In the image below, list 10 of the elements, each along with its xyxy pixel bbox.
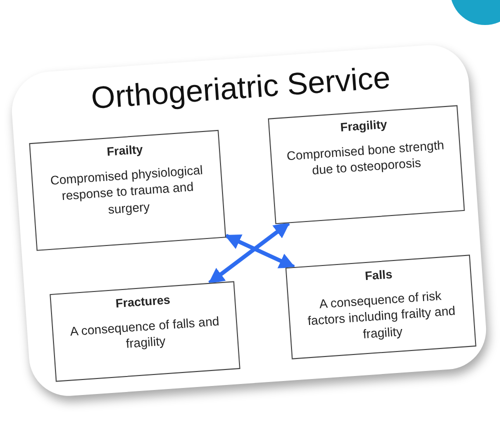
box-description: A consequence of risk factors including frailty and fragility bbox=[306, 288, 457, 343]
box-heading: Falls bbox=[363, 266, 394, 286]
double-arrow bbox=[224, 234, 296, 269]
box-heading: Fractures bbox=[114, 292, 172, 312]
box-description: Compromised bone strength due to osteoporosis bbox=[285, 137, 446, 180]
box-heading: Fragility bbox=[338, 116, 388, 136]
title: Orthogeriatric Service bbox=[88, 58, 392, 118]
box-heading: Frailty bbox=[105, 141, 144, 161]
box-description: A consequence of falls and fragility bbox=[68, 313, 221, 354]
box-description: Compromised physiological response to trauma and surgery bbox=[48, 162, 204, 218]
